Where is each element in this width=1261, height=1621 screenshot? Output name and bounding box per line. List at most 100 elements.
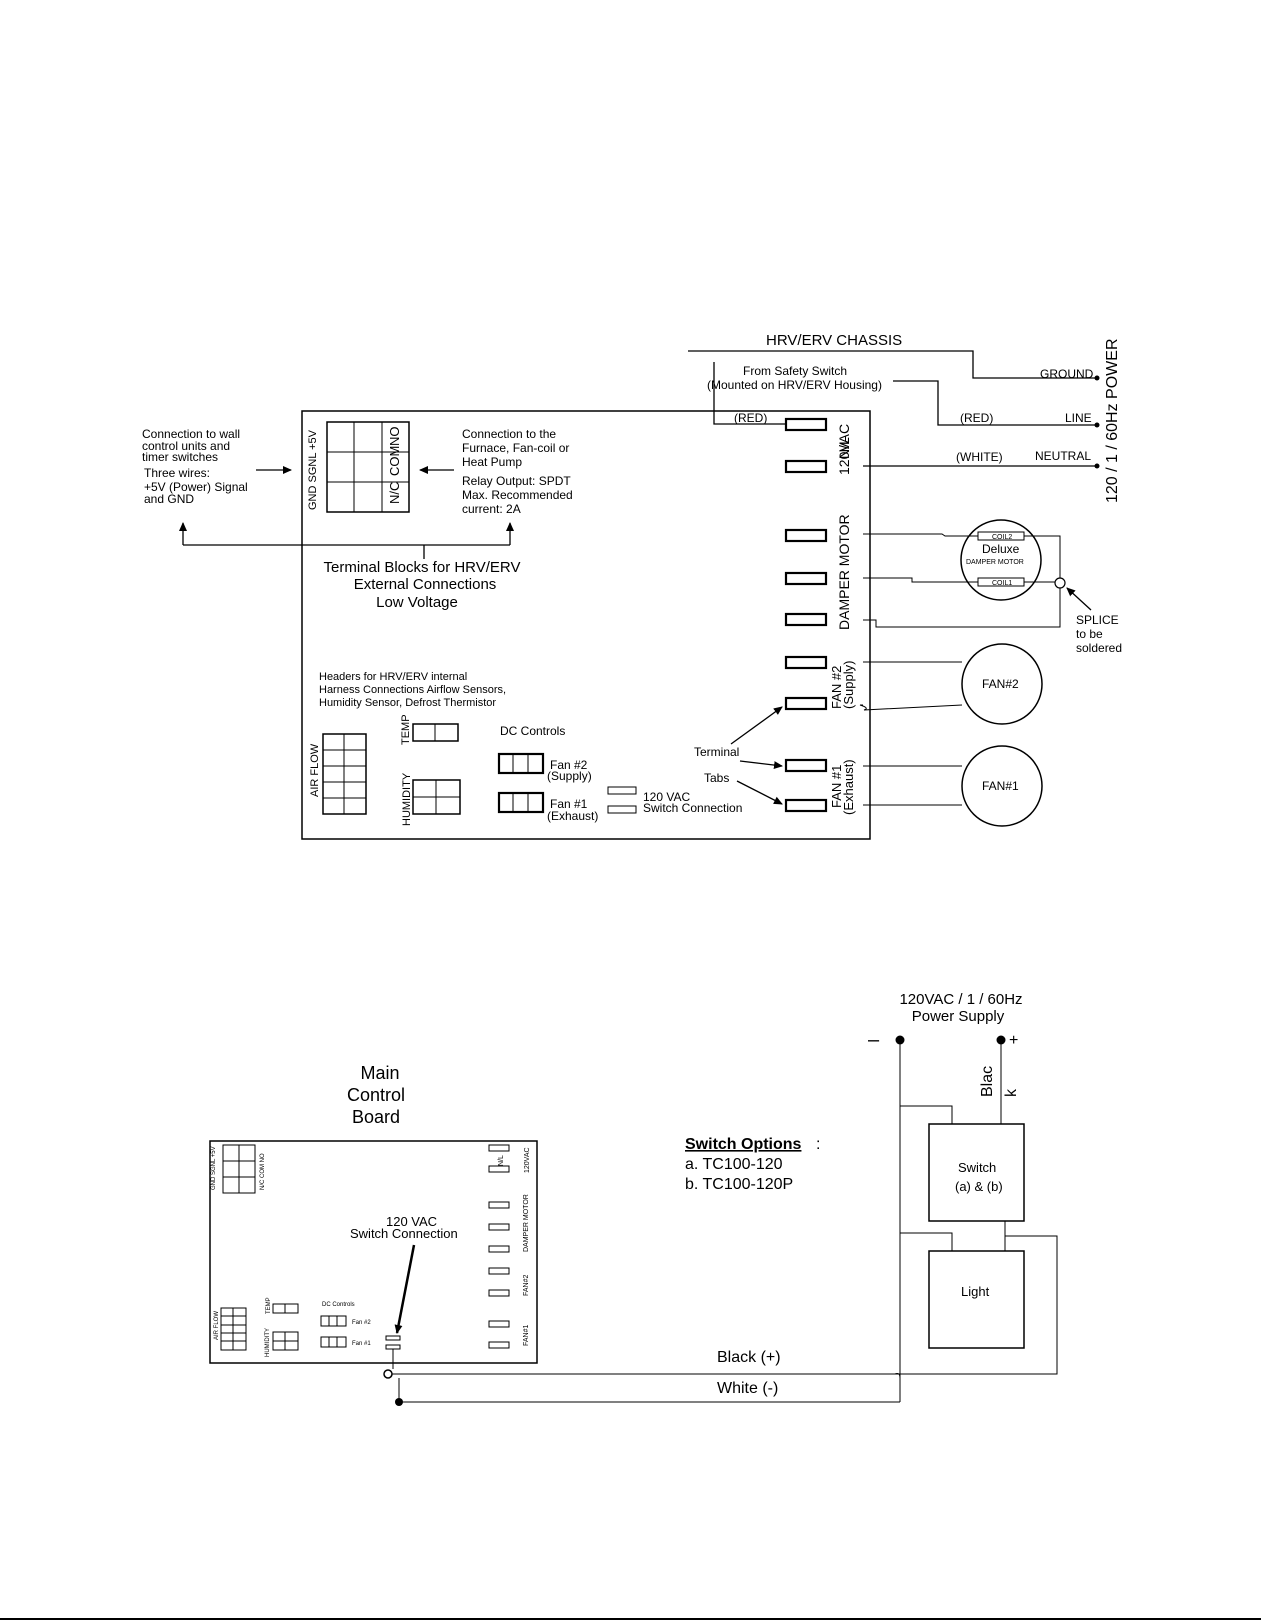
splice-point	[1054, 577, 1066, 589]
wall-connection-note: Connection to wall control units and tim…	[142, 427, 248, 506]
red-label-1: (RED)	[734, 411, 767, 425]
svg-text:Relay Output: SPDT: Relay Output: SPDT	[462, 474, 571, 488]
terminal-block	[326, 421, 410, 513]
safety-switch-label: From Safety Switch	[743, 364, 847, 378]
svg-text:Connection to the: Connection to the	[462, 427, 556, 441]
light-neutral-wire	[900, 1232, 953, 1251]
svg-text:to be: to be	[1076, 627, 1103, 641]
vac-label: 120VAC	[836, 424, 852, 475]
power-label: 120 / 1 / 60Hz POWER	[1104, 338, 1121, 503]
svg-text:120VAC / 1 / 60Hz: 120VAC / 1 / 60Hz	[899, 991, 1022, 1008]
ground-label: GROUND	[1040, 367, 1094, 381]
black-wire-junction	[383, 1369, 393, 1379]
top-wiring-diagram: HRV/ERV CHASSIS GROUND From Safety Switc…	[142, 332, 1122, 840]
light-box	[928, 1250, 1025, 1349]
svg-text:SPLICE: SPLICE	[1076, 613, 1119, 627]
fan2-dc-sub-label: (Supply)	[547, 769, 592, 783]
power-supply-caption: 120VAC / 1 / 60Hz Power Supply	[899, 991, 1022, 1025]
svg-text:timer switches: timer switches	[142, 450, 218, 464]
fan1-motor	[961, 745, 1043, 827]
headers-note: Headers for HRV/ERV internal Harness Con…	[319, 671, 506, 709]
mini-nc-com-no-label: N/C COM NO	[260, 1153, 266, 1190]
red-label-2: (RED)	[960, 411, 993, 425]
k-label: k	[1003, 1088, 1020, 1097]
fan2-label: FAN #2	[829, 666, 844, 709]
svg-text:control units and: control units and	[142, 439, 230, 453]
mini-temp-header	[272, 1303, 299, 1314]
mini-humidity-header	[272, 1331, 299, 1351]
switch-tab-1	[607, 786, 637, 795]
mini-terminal-left-label: GND SGNL +5V	[211, 1146, 217, 1190]
humidity-label: HUMIDITY	[401, 772, 413, 826]
switch-neutral-wire	[900, 1105, 953, 1124]
svg-text:Max. Recommended: Max. Recommended	[462, 488, 573, 502]
nl-label: N/L	[836, 437, 852, 459]
furnace-connection-note: Connection to the Furnace, Fan-coil or H…	[462, 427, 573, 516]
terminal-arrow-1	[730, 706, 783, 745]
fan2-motor	[961, 643, 1043, 725]
switch-option-b: b. TC100-120P	[685, 1176, 793, 1193]
damper-motor	[960, 519, 1042, 601]
dc-controls-label: DC Controls	[500, 724, 565, 738]
humidity-header	[412, 779, 461, 815]
mini-terminal-tabs	[488, 1144, 510, 1349]
terminal-nc-label: N/C	[387, 482, 402, 504]
fan2-sub-label: (Supply)	[841, 661, 856, 709]
mini-fan2-label: FAN#2	[523, 1274, 530, 1296]
red-wire-nl	[713, 362, 786, 425]
coil2-label: COIL2	[992, 534, 1012, 541]
mini-fan1-label: FAN#1	[523, 1324, 530, 1346]
terminal-left-label: GND SGNL +5V	[307, 429, 319, 510]
splice-label: SPLICE to be soldered	[1076, 613, 1122, 655]
svg-text:Heat Pump: Heat Pump	[462, 455, 522, 469]
mini-airflow-header	[220, 1307, 247, 1351]
damper-wire-3	[1024, 535, 1061, 583]
svg-text:Headers for HRV/ERV internal: Headers for HRV/ERV internal	[319, 671, 467, 683]
switch-box-sub-label: (a) & (b)	[955, 1179, 1003, 1194]
terminal-arrow-2	[739, 760, 783, 770]
switch-options-colon: :	[816, 1136, 820, 1153]
white-label: (WHITE)	[956, 450, 1003, 464]
terminal-tabs	[784, 417, 828, 813]
switch-box	[928, 1123, 1025, 1222]
white-minus-label: White (-)	[717, 1380, 778, 1397]
neutral-label: NEUTRAL	[1035, 449, 1091, 463]
damper-motor-label: DAMPER MOTOR	[836, 514, 852, 630]
damper-wire-5	[863, 588, 1061, 628]
svg-text:Terminal Blocks for HRV/ERV: Terminal Blocks for HRV/ERV	[323, 559, 520, 576]
fan1-dc-label: Fan #1	[550, 797, 588, 811]
svg-text:Humidity Sensor, Defrost Therm: Humidity Sensor, Defrost Thermistor	[319, 697, 496, 709]
mini-fan2-dc-header	[320, 1315, 347, 1327]
black-plus-wire	[388, 1221, 1058, 1375]
coil1-label: COIL1	[992, 580, 1012, 587]
damper-wire-2	[863, 577, 978, 583]
line-label: LINE	[1065, 411, 1092, 425]
terminal-label: Terminal	[694, 745, 739, 759]
airflow-header	[322, 733, 367, 815]
ground-wire	[688, 350, 1100, 381]
wire-crossover	[894, 1373, 901, 1379]
fan2-dc-label: Fan #2	[550, 758, 588, 772]
minus-label: –	[868, 1029, 880, 1051]
svg-text:Control: Control	[347, 1085, 405, 1105]
fan1-dc-header	[497, 791, 545, 814]
mini-nl-label: N/L	[498, 1155, 505, 1166]
switch-tab-2	[607, 805, 637, 814]
black-plus-label: Black (+)	[717, 1349, 781, 1366]
bottom-switch-120vac-label: 120 VAC	[386, 1214, 437, 1229]
mini-dc-label: DC Controls	[322, 1302, 355, 1308]
terminal-com-label: COM	[387, 446, 402, 476]
splice-arrow	[1066, 587, 1092, 611]
terminal-arrow-3	[736, 780, 783, 805]
svg-text:External Connections: External Connections	[354, 576, 497, 593]
mini-vac-label: 120VAC	[524, 1147, 531, 1173]
svg-text:Board: Board	[352, 1107, 400, 1127]
svg-text:Main: Main	[360, 1063, 399, 1083]
mini-temp-label: TEMP	[266, 1297, 272, 1314]
switch-120vac-label: 120 VAC	[643, 790, 690, 804]
mini-fan1-dc-header	[320, 1336, 347, 1348]
mini-airflow-label: AIR FLOW	[214, 1311, 220, 1340]
mini-humidity-label: HUMIDITY	[265, 1328, 271, 1357]
switch-options-title: Switch Options	[685, 1136, 802, 1153]
